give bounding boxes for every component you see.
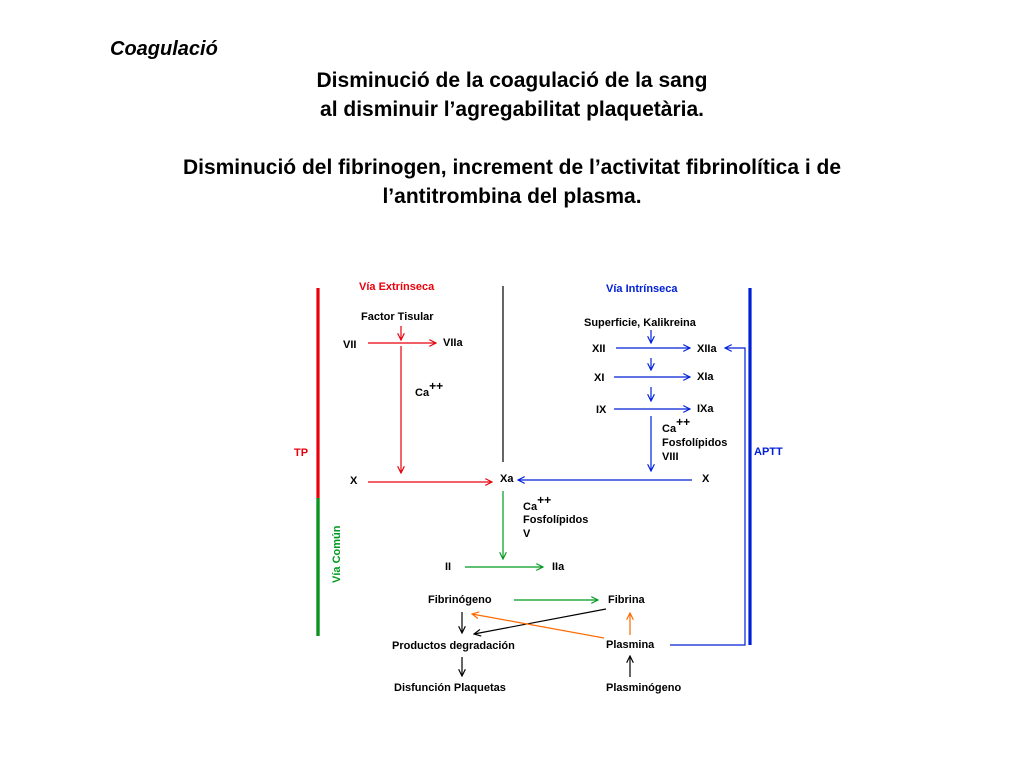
- fibrin-degradation-arrow: [474, 608, 607, 634]
- plasmin-feedback-arrow: [670, 348, 746, 646]
- factor-ii-label: II: [445, 561, 451, 573]
- factor-xa-label: Xa: [500, 473, 514, 485]
- extrinsic-x-label: X: [350, 475, 358, 487]
- common-cofactors: Ca++ Fosfolípidos V: [523, 493, 591, 540]
- factor-iia-label: IIa: [552, 561, 565, 573]
- plasmin-to-fibrinogen-arrow: [472, 614, 605, 639]
- title-line-4: l’antitrombina del plasma.: [382, 185, 642, 208]
- tp-label: TP: [294, 447, 308, 459]
- factor-xii-label: XII: [592, 343, 605, 355]
- platelet-dysfunction-label: Disfunción Plaquetas: [394, 682, 506, 694]
- fibrinogen-label: Fibrinógeno: [428, 594, 492, 606]
- factor-xiia-label: XIIa: [697, 343, 717, 355]
- degradation-products-label: Productos degradación: [392, 640, 515, 652]
- factor-vii-label: VII: [343, 339, 356, 351]
- plasminogen-label: Plasminógeno: [606, 682, 681, 694]
- tissue-factor-label: Factor Tisular: [361, 311, 434, 323]
- intrinsic-title: Vía Intrínseca: [606, 283, 678, 295]
- factor-xia-label: XIa: [697, 371, 714, 383]
- title-line-1: Disminució de la coagulació de la sang: [316, 69, 708, 92]
- fibrin-label: Fibrina: [608, 594, 646, 606]
- factor-ix-label: IX: [596, 404, 607, 416]
- plasmin-label: Plasmina: [606, 639, 655, 651]
- aptt-label: APTT: [754, 446, 783, 458]
- factor-viia-label: VIIa: [443, 337, 463, 349]
- intrinsic-x-label: X: [702, 473, 710, 485]
- extrinsic-title: Vía Extrínseca: [359, 281, 435, 293]
- extrinsic-ca-label: Ca++: [415, 379, 443, 399]
- common-pathway-label: Vía Común: [331, 525, 343, 583]
- title-line-2: al disminuir l’agregabilitat plaquetària…: [320, 98, 704, 121]
- surface-kallikrein-label: Superficie, Kalikreina: [584, 317, 697, 329]
- slide-heading: Coagulació: [110, 38, 218, 60]
- factor-ixa-label: IXa: [697, 403, 714, 415]
- intrinsic-cofactors: Ca++ Fosfolípidos VIII: [662, 415, 730, 463]
- title-line-3: Disminució del fibrinogen, increment de …: [182, 156, 842, 179]
- factor-xi-label: XI: [594, 372, 604, 384]
- slide-title: Disminució de la coagulació de la sang a…: [0, 66, 1024, 211]
